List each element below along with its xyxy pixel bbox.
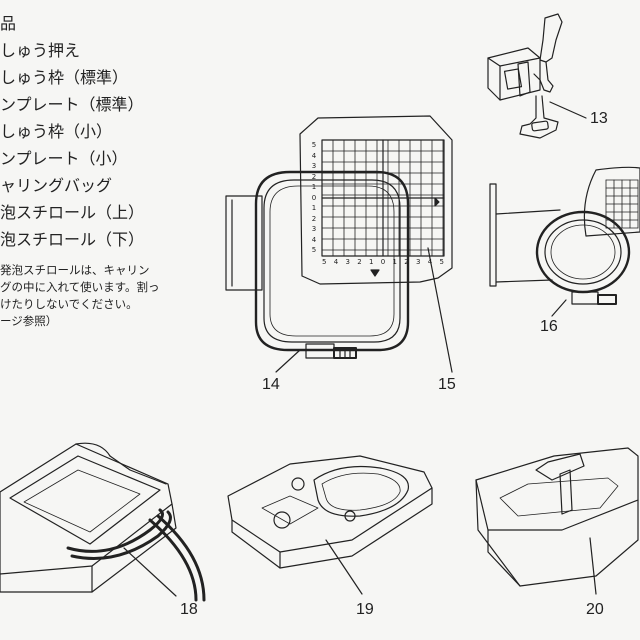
styrofoam-upper-drawing (475, 447, 639, 595)
scale-tick-label: 3 (311, 225, 317, 233)
parts-list: 品 しゅう押え しゅう枠（標準） ンプレート（標準） しゅう枠（小） ンプレート… (0, 10, 215, 253)
scale-tick-label: 2 (404, 258, 409, 266)
scale-tick-label: 2 (311, 214, 317, 223)
label-15-leader (427, 247, 453, 373)
parts-list-item: しゅう枠（小） (0, 122, 113, 141)
scale-tick-label: 5 (311, 141, 317, 149)
scale-tick-label: 4 (427, 258, 433, 266)
styrofoam-lower-drawing (227, 455, 433, 595)
scale-tick-label: 5 (311, 246, 317, 254)
parts-list-item: しゅう枠（標準） (0, 68, 129, 87)
label-18: 18 (180, 601, 198, 618)
embroidery-foot-drawing (487, 13, 587, 139)
parts-list-item: ンプレート（小） (0, 149, 128, 168)
parts-list-item: ャリングバッグ (0, 176, 113, 195)
usage-note: 発泡スチロールは、キャリン グの中に入れて使います。割っ けたりしないでください… (0, 262, 215, 330)
label-16: 16 (540, 318, 558, 335)
scale-tick-label: 0 (311, 193, 317, 202)
note-line: けたりしないでください。 (0, 297, 138, 311)
scale-tick-label: 3 (416, 258, 421, 266)
scale-tick-label: 4 (311, 235, 317, 244)
note-line: ージ参照） (0, 314, 58, 328)
label-19: 19 (356, 601, 374, 618)
template-scale-bottom: 5 4 3 2 1 0 1 2 3 4 5 (322, 258, 444, 266)
scale-tick-label: 4 (333, 258, 339, 266)
scale-tick-label: 2 (311, 172, 317, 181)
hoop-small-drawing (489, 166, 640, 317)
parts-list-item: 泡スチロール（下） (0, 230, 145, 249)
scale-tick-label: 4 (311, 151, 317, 160)
parts-list-item: しゅう押え (0, 41, 81, 60)
template-scale-left: 5 4 3 2 1 0 1 2 3 4 5 (308, 140, 320, 256)
scale-tick-label: 2 (357, 258, 362, 266)
scale-tick-label: 0 (380, 258, 386, 266)
scale-tick-label: 5 (439, 258, 444, 266)
note-line: グの中に入れて使います。割っ (0, 280, 160, 294)
note-line: 発泡スチロールは、キャリン (0, 263, 150, 277)
scale-tick-label: 1 (392, 258, 397, 266)
scale-tick-label: 1 (311, 183, 317, 191)
parts-list-item: ンプレート（標準） (0, 95, 144, 114)
scale-tick-label: 5 (322, 258, 327, 266)
label-13: 13 (590, 110, 608, 127)
carrying-bag-drawing (0, 442, 206, 602)
label-20: 20 (586, 601, 604, 618)
scale-tick-label: 3 (311, 162, 317, 170)
label-14: 14 (262, 376, 280, 393)
parts-list-item: 泡スチロール（上） (0, 203, 145, 222)
scale-tick-label: 1 (369, 258, 374, 266)
scale-tick-label: 1 (311, 204, 317, 212)
parts-list-header: 品 (0, 14, 17, 33)
label-15: 15 (438, 376, 456, 393)
hoop-standard-drawing (225, 170, 410, 373)
scale-tick-label: 3 (345, 258, 350, 266)
